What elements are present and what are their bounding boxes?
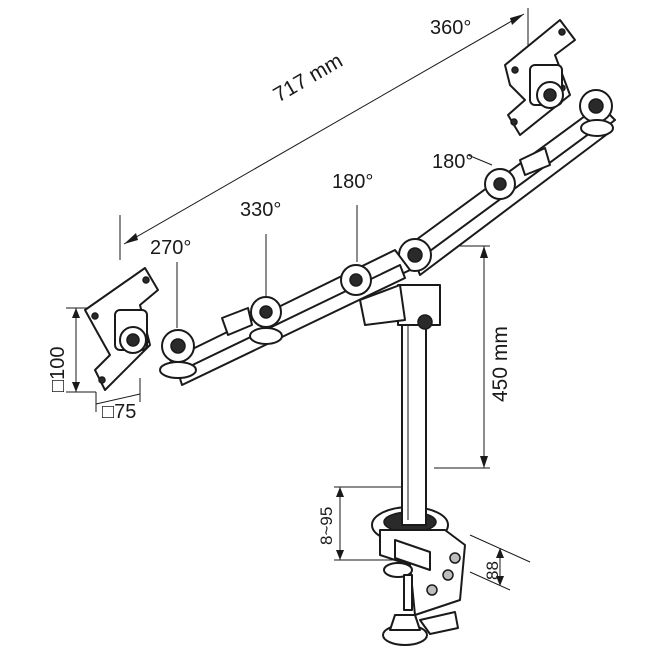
vesa-vertical-label: □100 (47, 346, 69, 392)
right-vesa-plate (504, 19, 576, 136)
vesa-dimension-lines (66, 307, 141, 412)
right-arm (398, 89, 616, 276)
vesa-horizontal-label: □75 (102, 401, 137, 423)
clamp-range-label: 8~95 (317, 506, 336, 545)
width-dimension-line (119, 8, 529, 260)
desk-clamp (371, 506, 466, 646)
joint-label-left-mid: 330° (240, 199, 282, 221)
clamp-depth-label: 88 (483, 561, 502, 580)
joint-label-center: 180° (332, 171, 374, 193)
rotation-label-top: 360° (430, 17, 472, 39)
left-arm (159, 249, 411, 386)
tilt-label-right-arm: 180° (432, 151, 474, 173)
clamp-range-dimension-line (334, 486, 410, 561)
angle-leader-lines (176, 154, 493, 328)
pole-height-dimension-line (434, 245, 490, 469)
clamp-depth-dimension-line (469, 534, 531, 591)
left-vesa-plate (84, 267, 159, 391)
joint-label-left-outer: 270° (150, 237, 192, 259)
pole-height-label: 450 mm (489, 326, 512, 402)
